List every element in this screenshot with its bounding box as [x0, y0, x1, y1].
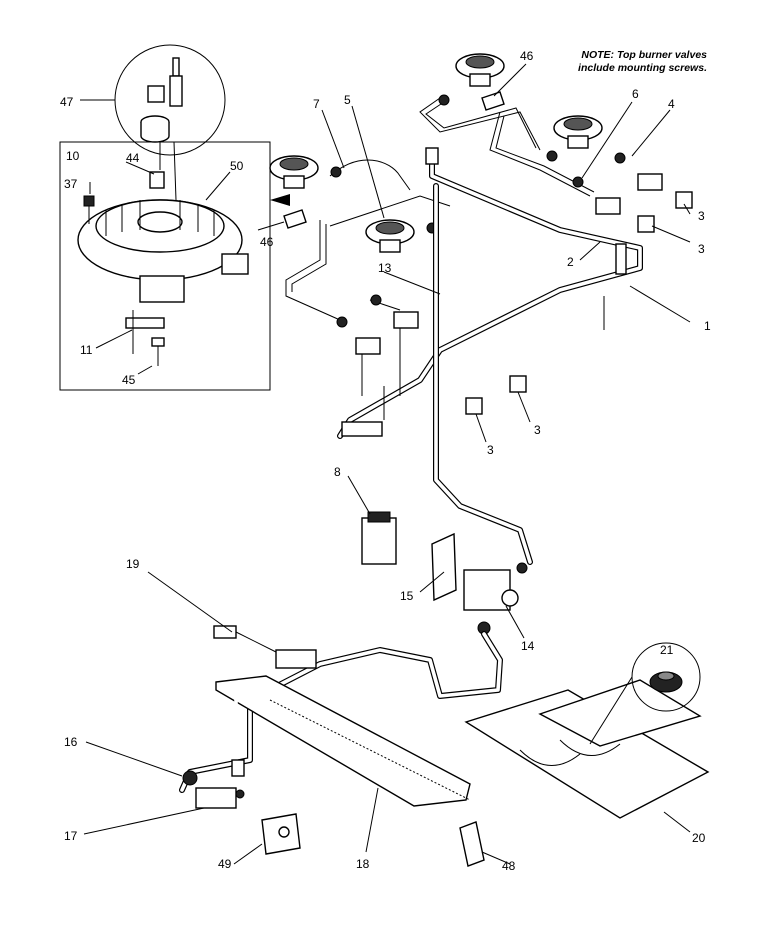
valve-bracket-3-c: [509, 375, 527, 393]
callout-5: 5: [344, 93, 351, 107]
detail-circle-47: [114, 44, 226, 156]
callout-10: 10: [66, 149, 80, 163]
bracket-15: [431, 532, 457, 602]
manifold-pipe-1: [337, 157, 643, 439]
burner-left-front: [365, 219, 415, 253]
valve-right-a: [595, 197, 621, 215]
burner-right-rear: [455, 53, 505, 87]
callout-44: 44: [126, 151, 140, 165]
callout-20: 20: [692, 831, 706, 845]
callout-11: 11: [80, 343, 93, 357]
oven-supply-tube: [179, 631, 503, 793]
valve-right-b: [637, 173, 663, 191]
orifice-44: [149, 171, 165, 189]
inset-box-10: [59, 141, 271, 391]
callout-3-c: 3: [534, 423, 541, 437]
ignition-module-8: [361, 511, 397, 565]
valve-left-b: [393, 311, 419, 396]
callout-14: 14: [521, 639, 535, 653]
valve-bracket-3-b: [637, 215, 655, 233]
callout-37: 37: [64, 177, 78, 191]
inset-pointer-arrow: [270, 194, 290, 206]
callout-7: 7: [313, 97, 320, 111]
burner-tubes: [285, 97, 595, 321]
valve-bracket-3-a: [675, 191, 693, 209]
callout-15: 15: [400, 589, 414, 603]
callout-4: 4: [668, 97, 675, 111]
callout-45: 45: [122, 373, 136, 387]
burner-bracket-46-lower: [283, 209, 307, 229]
burner-right-front: [553, 115, 603, 149]
valve-left-a: [355, 337, 381, 396]
bracket-11: [125, 310, 165, 354]
burner-bracket-46-upper: [481, 91, 505, 111]
safety-valve-14: [463, 562, 528, 635]
callout-18: 18: [356, 857, 370, 871]
callout-50: 50: [230, 159, 244, 173]
gas-tube-13: [433, 183, 533, 565]
bracket-48: [459, 821, 485, 867]
callout-46-left: 46: [260, 235, 274, 249]
callout-8: 8: [334, 465, 341, 479]
note-line-2: include mounting screws.: [578, 62, 707, 74]
burner-left-rear: [269, 155, 319, 189]
callout-47: 47: [60, 95, 74, 109]
bracket-49: [261, 813, 301, 855]
valve-bracket-3-d: [465, 397, 483, 415]
callout-13: 13: [378, 261, 392, 275]
callout-19: 19: [126, 557, 140, 571]
oven-burner-18: [215, 675, 471, 807]
callout-3-a: 3: [698, 209, 705, 223]
callout-6: 6: [632, 87, 639, 101]
callout-46-top: 46: [520, 49, 534, 63]
flame-spreader-20: [464, 679, 710, 819]
igniter-19: [213, 625, 317, 669]
thermostat-17: [195, 787, 245, 809]
callout-48: 48: [502, 859, 516, 873]
callout-17: 17: [64, 829, 78, 843]
manifold-front-bracket: [341, 421, 383, 437]
leader-lines: [83, 63, 691, 865]
callout-1: 1: [704, 319, 711, 333]
screw-45: [151, 337, 165, 366]
leader-21-tail: [589, 676, 633, 745]
note-line-1: NOTE: Top burner valves: [581, 49, 707, 61]
oven-orifice-16: [182, 770, 198, 786]
burner-base-50: [77, 199, 249, 303]
callout-21: 21: [660, 643, 674, 657]
manifold-end-cap: [425, 147, 439, 165]
callout-2: 2: [567, 255, 574, 269]
callout-3-b: 3: [698, 242, 705, 256]
screw-37: [83, 195, 95, 224]
callout-16: 16: [64, 735, 78, 749]
callout-3-d: 3: [487, 443, 494, 457]
callout-49: 49: [218, 857, 232, 871]
manifold-rear-bracket: [615, 243, 627, 275]
